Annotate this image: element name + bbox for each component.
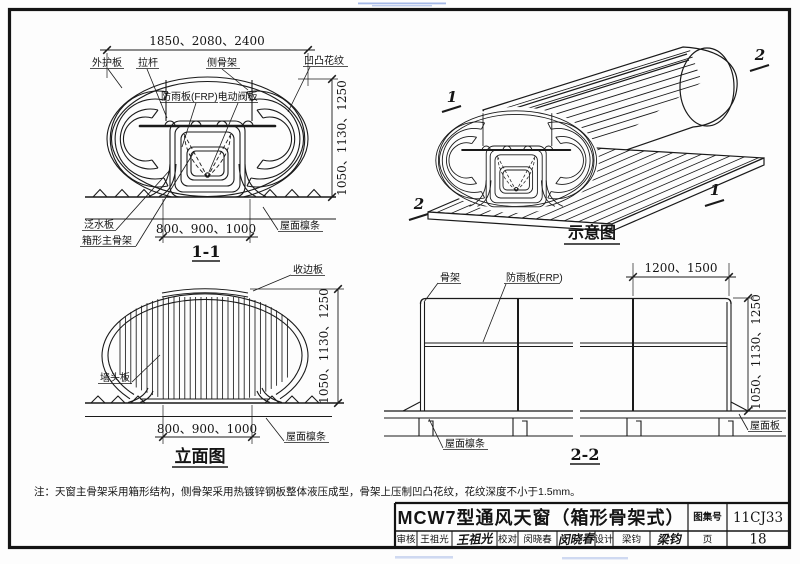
label-edge-panel: 收边板 xyxy=(293,263,323,276)
dim-width-bottom: 800、900、1000 xyxy=(156,222,256,236)
proof-name: 闵晓春 xyxy=(523,534,552,546)
section-mark-2-bottom: 2 xyxy=(413,195,424,213)
label-rain-valve: 防雨板(FRP)电动阀板 xyxy=(161,90,258,103)
elevation-drawing xyxy=(85,274,344,468)
label-roof-panel: 屋面板 xyxy=(750,419,780,432)
section-mark-1-bottom: 1 xyxy=(710,181,720,199)
dim-width-el: 800、900、1000 xyxy=(157,422,257,436)
drawing-title: MCW7型通风天窗（箱形骨架式） xyxy=(398,507,685,528)
label-rain-panel: 防雨板(FRP) xyxy=(506,271,563,284)
label-side-frame: 侧骨架 xyxy=(207,56,237,69)
title-block xyxy=(393,501,790,547)
elevation-ribs xyxy=(119,297,288,399)
proof-signature: 闵晓春 xyxy=(557,531,596,547)
label-tie-rod: 拉杆 xyxy=(138,56,158,69)
schematic-title: 示意图 xyxy=(568,223,616,242)
section-2-2-title: 2-2 xyxy=(571,445,600,464)
designer-name: 梁钧 xyxy=(622,534,641,546)
page-label: 页 xyxy=(703,535,713,546)
reviewer-signature: 王祖光 xyxy=(456,531,495,547)
section-1-1-text: 1850、2080、2400 外护板 拉杆 侧骨架 凹凸花纹 防雨板(FRP)电… xyxy=(82,34,349,261)
general-note: 注：天窗主骨架采用箱形结构，侧骨架采用热镀锌钢板整体液压成型，骨架上压制凹凸花纹… xyxy=(34,485,581,498)
label-purlin-el: 屋面檩条 xyxy=(286,430,326,443)
reviewer-label: 审核 xyxy=(396,534,416,546)
label-purlin-11: 屋面檩条 xyxy=(280,219,320,232)
schematic-drawing xyxy=(408,46,770,245)
label-pattern: 凹凸花纹 xyxy=(304,54,344,67)
proof-label: 校对 xyxy=(498,534,518,546)
label-purlin-22: 屋面檩条 xyxy=(445,437,485,450)
label-outer-panel: 外护板 xyxy=(92,56,122,69)
dim-spacing-22: 1200、1500 xyxy=(644,261,717,275)
reviewer-name: 王祖光 xyxy=(420,534,449,546)
section-mark-2-top: 2 xyxy=(754,46,765,64)
sheet-border xyxy=(7,7,792,550)
designer-signature: 梁钧 xyxy=(655,532,683,547)
dim-height-el: 1050、1130、1250 xyxy=(317,288,331,404)
dim-height-11: 1050、1130、1250 xyxy=(335,80,349,196)
section-mark-1-top: 1 xyxy=(447,88,457,106)
atlas-no-label: 图集号 xyxy=(693,511,722,523)
section-1-1-title: 1-1 xyxy=(192,242,221,261)
label-main-frame: 箱形主骨架 xyxy=(82,234,132,247)
dim-width-top: 1850、2080、2400 xyxy=(149,34,265,48)
section-1-1-drawing xyxy=(80,45,348,262)
schematic-text: 1 2 1 2 示意图 xyxy=(413,46,765,242)
page-no-value: 18 xyxy=(749,532,766,548)
designer-label: 设计 xyxy=(594,534,614,546)
label-flashing: 泛水板 xyxy=(84,218,114,231)
label-frame: 骨架 xyxy=(440,272,460,284)
atlas-no-value: 11CJ33 xyxy=(733,510,783,526)
section-2-2-drawing xyxy=(384,263,786,465)
title-block-text: MCW7型通风天窗（箱形骨架式） 图集号 11CJ33 审核 王祖光 王祖光 校… xyxy=(396,507,783,548)
section-2-2-text: 骨架 防雨板(FRP) 屋面檩条 屋面板 1200、1500 1050、1130… xyxy=(440,261,780,464)
watermark-text xyxy=(358,2,628,560)
elevation-text: 收边板 墙头板 屋面檩条 800、900、1000 1050、1130、1250… xyxy=(100,263,331,466)
dim-height-22: 1050、1130、1250 xyxy=(749,294,763,410)
label-wall-panel: 墙头板 xyxy=(100,371,130,384)
elevation-title: 立面图 xyxy=(175,446,226,466)
